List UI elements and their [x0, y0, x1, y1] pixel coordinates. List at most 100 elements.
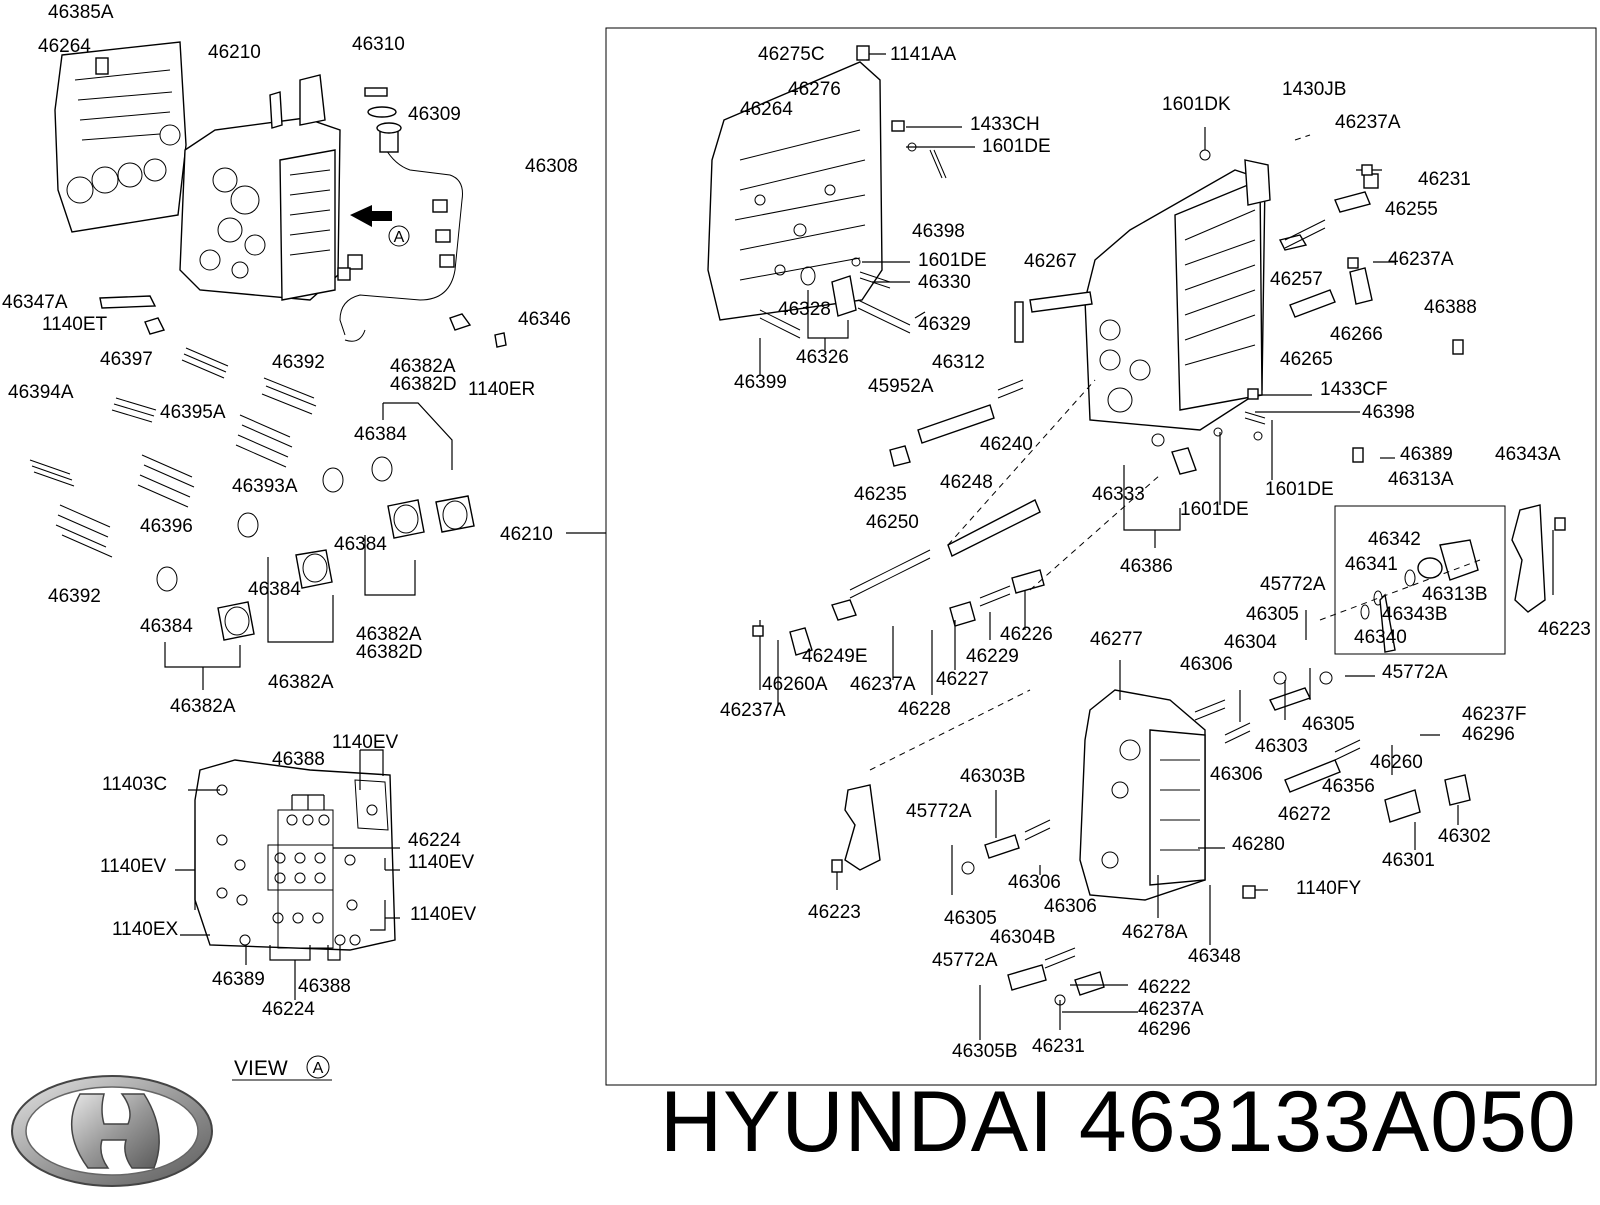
part-label: 46384 [334, 534, 387, 555]
part-label: 1140EV [408, 852, 475, 873]
part-label: 46257 [1270, 269, 1323, 290]
part-label: 46394A [8, 382, 74, 403]
part-label: 46312 [932, 352, 985, 373]
part-label: 46301 [1382, 850, 1435, 871]
part-label: 46303 [1255, 736, 1308, 757]
separator-plate-right [707, 61, 883, 321]
part-label: 46303B [960, 766, 1026, 787]
view-marker: A [313, 1060, 324, 1077]
part-label: 46306 [1008, 872, 1061, 893]
part-label: 46392 [272, 352, 325, 373]
part-label: 46388 [272, 749, 325, 770]
part-label: 46237A [1335, 112, 1401, 133]
part-label: 46308 [525, 156, 578, 177]
part-label: 46342 [1368, 529, 1421, 550]
part-label: 46224 [262, 999, 315, 1020]
separator-plate-left [54, 41, 187, 233]
spring-group-right [759, 149, 1361, 969]
part-label: 46326 [796, 347, 849, 368]
part-label: 46329 [918, 314, 971, 335]
part-label: 46340 [1354, 627, 1407, 648]
part-label: 46330 [918, 272, 971, 293]
view-label: VIEW [234, 1057, 288, 1080]
part-label: 46392 [48, 586, 101, 607]
part-label: 46237A [1388, 249, 1454, 270]
detail-frame [605, 27, 1597, 1086]
part-label: 46388 [1424, 297, 1477, 318]
part-label: 46343A [1495, 444, 1561, 465]
hyundai-logo-icon [11, 1075, 213, 1187]
part-label: 46296 [1138, 1019, 1191, 1040]
brand-part-number: HYUNDAI 463133A050 [660, 1074, 1577, 1170]
part-label: 45772A [906, 801, 972, 822]
part-label: 46272 [1278, 804, 1331, 825]
valve-body-upper [1084, 159, 1271, 431]
solenoid-detail-box [1334, 505, 1506, 655]
part-label: 1433CF [1320, 379, 1388, 400]
part-label: 46385A [48, 2, 114, 23]
part-label: 46237A [1138, 999, 1204, 1020]
part-label: 45952A [868, 376, 934, 397]
valve-body-lower [1079, 689, 1206, 901]
part-label: 46346 [518, 309, 571, 330]
part-label: 1140EX [112, 919, 179, 940]
part-label: 46313B [1422, 584, 1488, 605]
part-label: 46389 [212, 969, 265, 990]
view-arrow-icon [350, 205, 392, 227]
part-label: 46382A [356, 624, 422, 645]
part-label: 46280 [1232, 834, 1285, 855]
small-hardware [752, 45, 1566, 1006]
part-label: 46384 [140, 616, 193, 637]
part-label: 46382D [356, 642, 423, 663]
part-label: 46333 [1092, 484, 1145, 505]
part-label: 46309 [408, 104, 461, 125]
part-label: 1140EV [410, 904, 477, 925]
part-label: 46276 [788, 79, 841, 100]
part-label: 46210 [500, 524, 553, 545]
part-label: 46398 [912, 221, 965, 242]
dashed-guides [869, 134, 1481, 771]
part-label: 1601DK [1162, 94, 1231, 115]
part-label: 46228 [898, 699, 951, 720]
part-label: 46382A [170, 696, 236, 717]
part-label: 1601DE [982, 136, 1051, 157]
part-label: 46223 [1538, 619, 1591, 640]
part-label: 46386 [1120, 556, 1173, 577]
part-label: 46306 [1044, 896, 1097, 917]
part-label: 46227 [936, 669, 989, 690]
part-label: 1601DE [1265, 479, 1334, 500]
part-label: 46248 [940, 472, 993, 493]
part-label: 46393A [232, 476, 298, 497]
part-label: 1433CH [970, 114, 1040, 135]
part-label: 46250 [866, 512, 919, 533]
part-label: 46304B [990, 927, 1056, 948]
part-label: 46399 [734, 372, 787, 393]
part-label: 46347A [2, 292, 68, 313]
part-label: 46302 [1438, 826, 1491, 847]
part-label: 46384 [354, 424, 407, 445]
part-label: 1430JB [1282, 79, 1346, 100]
part-label: 46306 [1210, 764, 1263, 785]
part-label: 46395A [160, 402, 226, 423]
part-label: 46275C [758, 44, 825, 65]
part-label: 46224 [408, 830, 461, 851]
part-label: 46240 [980, 434, 1033, 455]
part-label: 46277 [1090, 629, 1143, 650]
part-label: 46304 [1224, 632, 1277, 653]
part-label: 46388 [298, 976, 351, 997]
part-label: 46313A [1388, 469, 1454, 490]
spool-parts-right [789, 191, 1471, 996]
part-label: 46255 [1385, 199, 1438, 220]
part-label: 45772A [1260, 574, 1326, 595]
part-label: 1140FY [1296, 878, 1361, 899]
part-label: 46397 [100, 349, 153, 370]
part-label: 46235 [854, 484, 907, 505]
part-label: 1140EV [332, 732, 399, 753]
part-label: 46226 [1000, 624, 1053, 645]
arrow-marker: A [394, 229, 405, 246]
part-label: 46389 [1400, 444, 1453, 465]
part-label: 46305 [1246, 604, 1299, 625]
part-label: 46384 [248, 579, 301, 600]
